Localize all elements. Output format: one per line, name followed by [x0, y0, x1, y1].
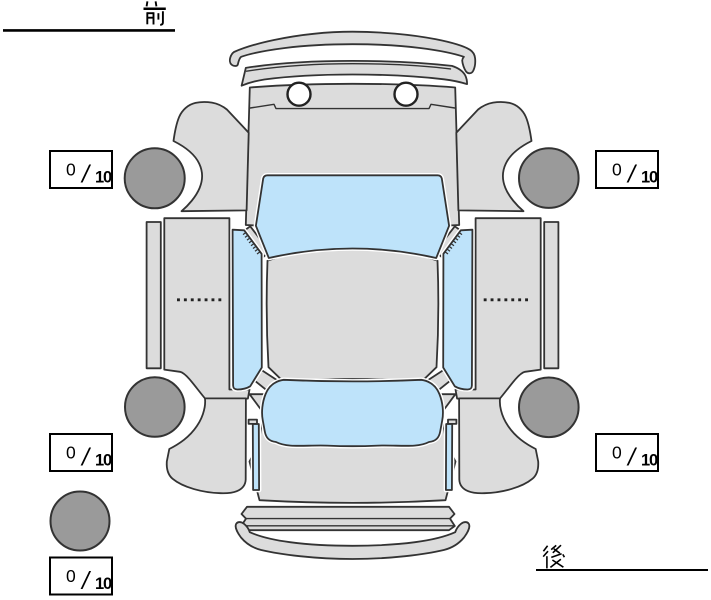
- svg-text:0: 0: [66, 160, 76, 180]
- svg-text:10: 10: [95, 169, 112, 187]
